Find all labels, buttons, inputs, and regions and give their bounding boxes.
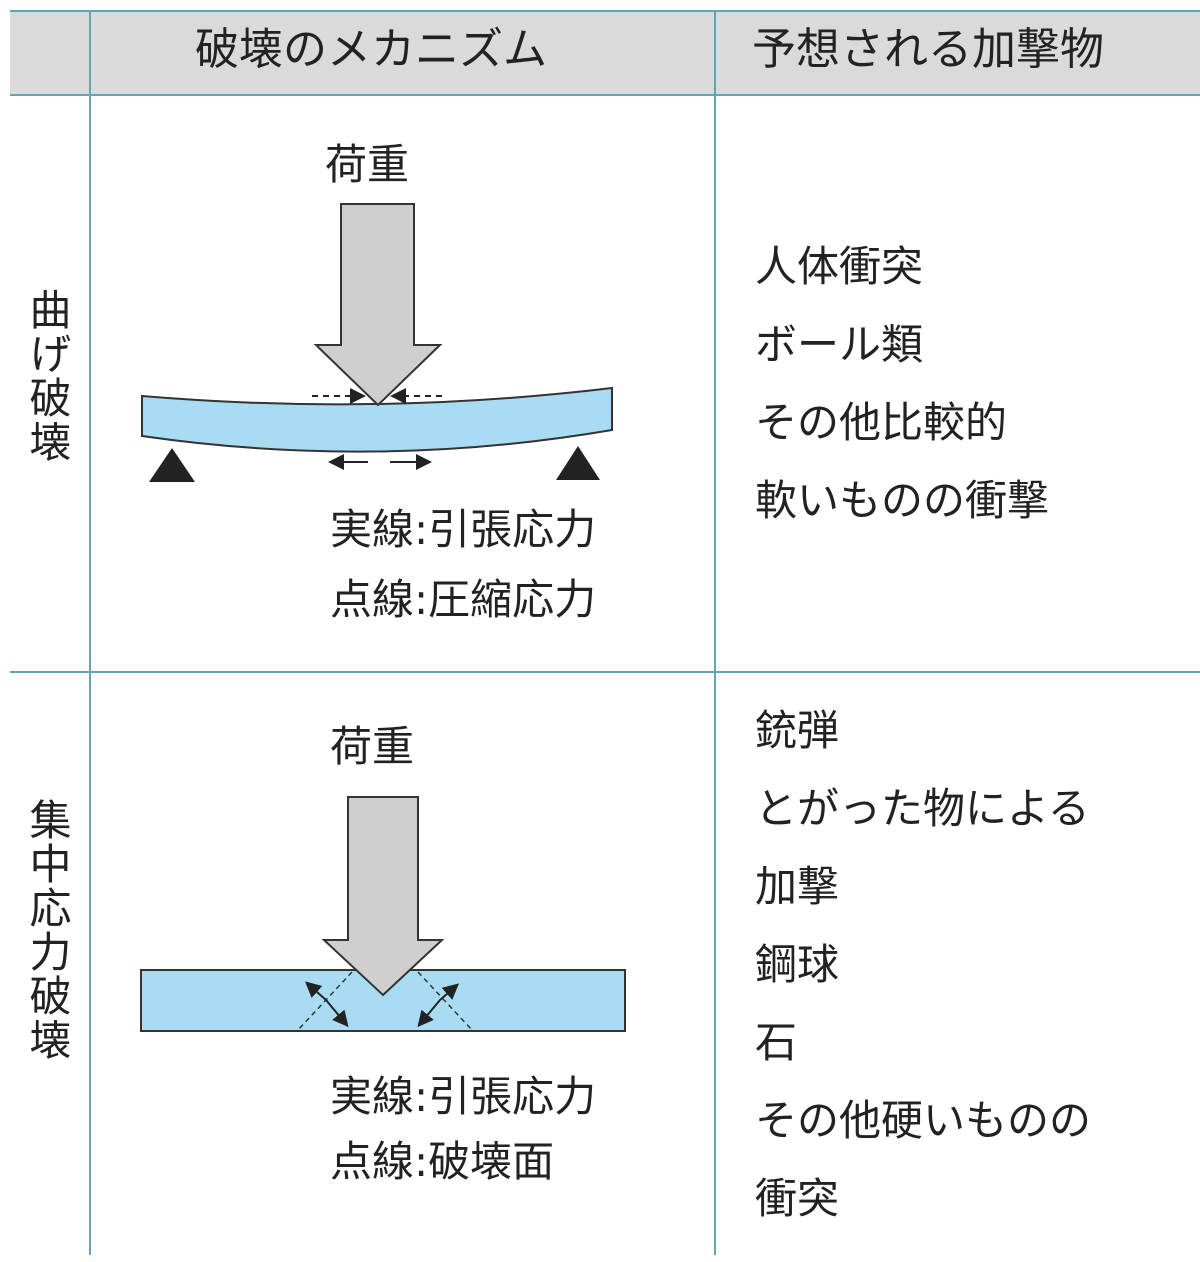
grid-line xyxy=(714,10,716,1255)
grid-line xyxy=(10,94,1200,96)
grid-line xyxy=(10,671,1200,673)
objects-list-bending: 人体衝突 ボール類 その他比較的 軟いものの衝撃 xyxy=(755,228,1049,540)
header-objects: 予想される加撃物 xyxy=(752,24,1104,75)
header-mechanism: 破壊のメカニズム xyxy=(195,24,547,75)
objects-list-concentrated: 銃弾 とがった物による 加撃 鋼球 石 その他硬いものの 衝突 xyxy=(755,692,1091,1238)
list-item: その他硬いものの xyxy=(755,1096,1092,1145)
legend-solid: 実線:引張応力 xyxy=(330,505,597,554)
list-item: ボール類 xyxy=(755,320,924,369)
tension-arrow xyxy=(325,999,349,1028)
concentrated-diagram xyxy=(140,796,626,1032)
list-item: 加撃 xyxy=(755,862,840,911)
load-label: 荷重 xyxy=(330,722,415,771)
row-label-concentrated: 集中応力破壊 xyxy=(23,798,72,1062)
list-item: その他比較的 xyxy=(755,398,1008,447)
legend-solid: 実線:引張応力 xyxy=(330,1072,597,1121)
load-label: 荷重 xyxy=(325,140,410,189)
header-row xyxy=(10,12,1200,94)
row-label-bending: 曲げ破壊 xyxy=(23,288,72,464)
list-item: 衝突 xyxy=(755,1174,840,1223)
list-item: 軟いものの衝撃 xyxy=(755,476,1050,525)
load-arrow xyxy=(321,796,445,997)
support-right xyxy=(556,446,600,480)
support-left xyxy=(149,448,195,482)
load-arrow xyxy=(313,203,443,407)
bending-diagram xyxy=(141,203,613,482)
grid-line xyxy=(89,10,91,1255)
beam-bent xyxy=(141,386,613,453)
list-item: とがった物による xyxy=(755,784,1090,833)
list-item: 人体衝突 xyxy=(755,242,924,291)
tension-arrow xyxy=(417,999,441,1028)
legend-dotted: 点線:破壊面 xyxy=(330,1137,555,1186)
list-item: 銃弾 xyxy=(755,706,840,755)
fracture-plane xyxy=(297,971,353,1031)
grid-line xyxy=(10,10,1200,12)
list-item: 鋼球 xyxy=(755,940,840,989)
fracture-plane xyxy=(417,971,473,1031)
tension-arrow xyxy=(439,983,460,1001)
list-item: 石 xyxy=(755,1018,798,1067)
tension-arrow xyxy=(305,981,327,1001)
legend-dotted: 点線:圧縮応力 xyxy=(330,575,597,624)
